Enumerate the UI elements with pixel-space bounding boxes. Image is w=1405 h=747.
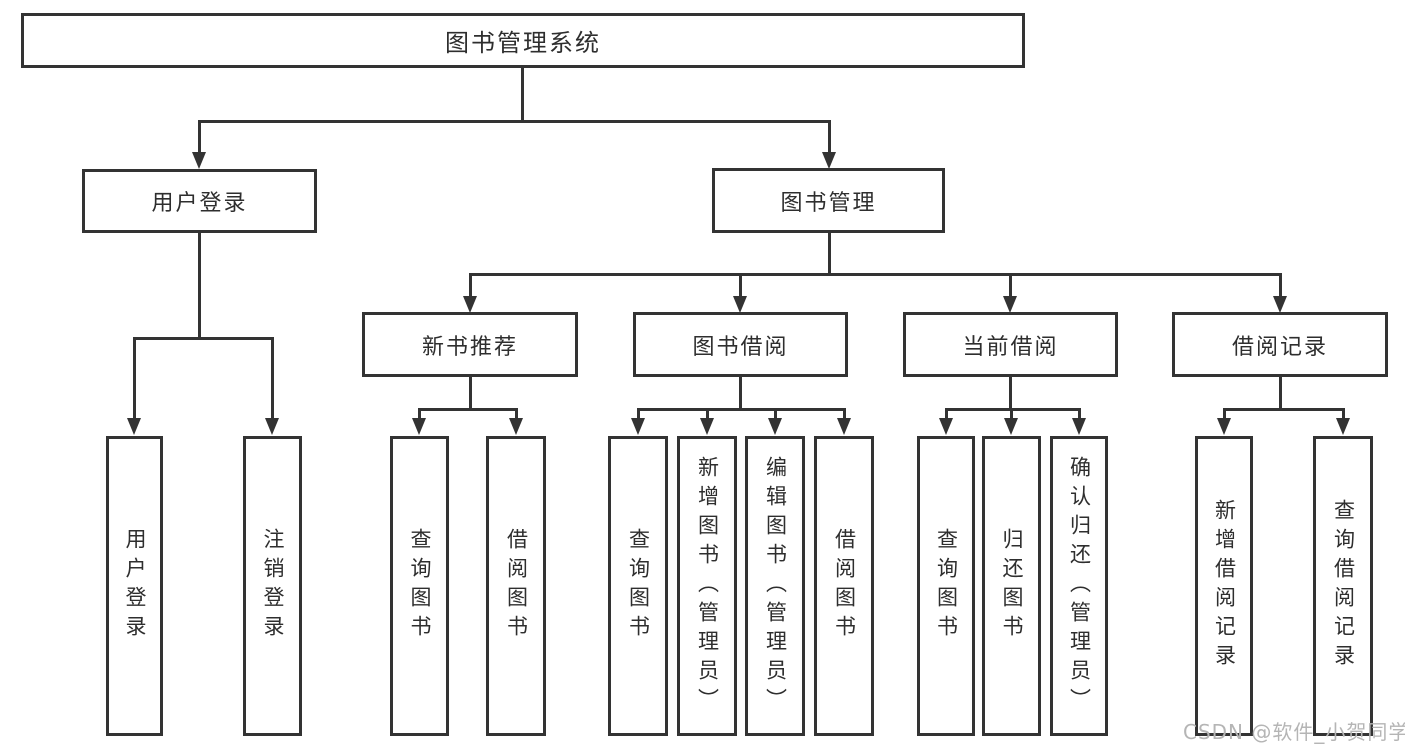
connector-line <box>198 233 201 337</box>
leaf-current-query-books: 查询图书 <box>917 436 975 736</box>
arrow-down-icon <box>1217 418 1231 435</box>
leaf-logout: 注销登录 <box>243 436 302 736</box>
leaf-records-query-record: 查询借阅记录 <box>1313 436 1373 736</box>
leaf-current-confirm-return-admin: 确认归还（管理员） <box>1050 436 1108 736</box>
node-label: 用户登录 <box>123 528 147 644</box>
leaf-newbook-borrow-books: 借阅图书 <box>486 436 546 736</box>
arrow-down-icon <box>192 152 206 169</box>
node-label: 查询图书 <box>408 528 432 644</box>
node-label: 新增图书（管理员） <box>695 455 720 717</box>
node-label: 归还图书 <box>1000 528 1024 644</box>
node-label: 借阅记录 <box>1231 334 1328 360</box>
csdn-watermark: CSDN @软件_小贺同学 <box>1183 720 1405 744</box>
arrow-down-icon <box>1004 418 1018 435</box>
node-label: 图书管理系统 <box>445 29 601 57</box>
arrow-down-icon <box>822 152 836 169</box>
arrow-down-icon <box>939 418 953 435</box>
connector-line <box>521 68 524 120</box>
node-label: 查询借阅记录 <box>1331 499 1356 673</box>
arrow-down-icon <box>1336 418 1350 435</box>
connector-line <box>1342 408 1345 420</box>
node-label: 确认归还（管理员） <box>1067 455 1092 717</box>
connector-line <box>828 233 831 273</box>
node-label: 查询图书 <box>626 528 651 644</box>
arrow-down-icon <box>1003 296 1017 313</box>
node-label: 借阅图书 <box>832 528 857 644</box>
arrow-down-icon <box>631 418 645 435</box>
connector-line <box>945 408 948 420</box>
node-book-borrowing: 图书借阅 <box>633 312 848 377</box>
node-current-borrowing: 当前借阅 <box>903 312 1118 377</box>
arrow-down-icon <box>837 418 851 435</box>
connector-line <box>1010 408 1013 420</box>
connector-line <box>774 408 777 420</box>
connector-line <box>469 377 472 408</box>
node-book-management: 图书管理 <box>712 168 945 233</box>
connector-line <box>198 120 201 154</box>
connector-line <box>1078 408 1081 420</box>
leaf-borrowing-add-books-admin: 新增图书（管理员） <box>677 436 737 736</box>
node-label: 图书管理 <box>780 190 877 216</box>
leaf-newbook-query-books: 查询图书 <box>390 436 449 736</box>
connector-line <box>706 408 709 420</box>
connector-line <box>828 120 831 154</box>
arrow-down-icon <box>768 418 782 435</box>
connector-line <box>843 408 846 420</box>
leaf-borrowing-edit-books-admin: 编辑图书（管理员） <box>745 436 805 736</box>
node-label: 编辑图书（管理员） <box>763 455 788 717</box>
connector-line <box>945 408 1081 411</box>
node-user-login: 用户登录 <box>82 169 317 233</box>
connector-line <box>1009 377 1012 408</box>
connector-line <box>739 273 742 298</box>
connector-line <box>637 408 640 420</box>
connector-line <box>418 408 518 411</box>
arrow-down-icon <box>265 418 279 435</box>
node-label: 借阅图书 <box>504 528 529 644</box>
arrow-down-icon <box>1072 418 1086 435</box>
connector-line <box>1223 408 1226 420</box>
connector-line <box>1223 408 1345 411</box>
leaf-user-login: 用户登录 <box>106 436 163 736</box>
connector-line <box>133 337 136 420</box>
connector-line <box>637 408 846 411</box>
node-label: 查询图书 <box>934 528 959 644</box>
arrow-down-icon <box>733 296 747 313</box>
connector-line <box>469 273 472 298</box>
arrow-down-icon <box>509 418 523 435</box>
leaf-borrowing-borrow-books: 借阅图书 <box>814 436 874 736</box>
leaf-current-return-books: 归还图书 <box>982 436 1041 736</box>
arrow-down-icon <box>700 418 714 435</box>
connector-line <box>469 273 1282 276</box>
node-label: 新增借阅记录 <box>1212 499 1237 673</box>
node-label: 图书借阅 <box>692 334 789 360</box>
node-borrowing-records: 借阅记录 <box>1172 312 1388 377</box>
node-new-book-recommendation: 新书推荐 <box>362 312 578 377</box>
arrow-down-icon <box>127 418 141 435</box>
node-label: 用户登录 <box>151 191 248 216</box>
connector-line <box>1009 273 1012 298</box>
arrow-down-icon <box>1273 296 1287 313</box>
connector-line <box>1279 273 1282 298</box>
arrow-down-icon <box>412 418 426 435</box>
arrow-down-icon <box>463 296 477 313</box>
connector-line <box>198 120 831 123</box>
connector-line <box>739 377 742 408</box>
connector-line <box>271 337 274 420</box>
connector-line <box>418 408 421 420</box>
leaf-records-add-record: 新增借阅记录 <box>1195 436 1253 736</box>
node-label: 注销登录 <box>261 528 285 644</box>
node-label: 新书推荐 <box>421 334 518 360</box>
connector-line <box>133 337 274 340</box>
connector-line <box>515 408 518 420</box>
node-library-system: 图书管理系统 <box>21 13 1025 68</box>
node-label: 当前借阅 <box>962 334 1059 360</box>
leaf-borrowing-query-books: 查询图书 <box>608 436 668 736</box>
connector-line <box>1279 377 1282 408</box>
